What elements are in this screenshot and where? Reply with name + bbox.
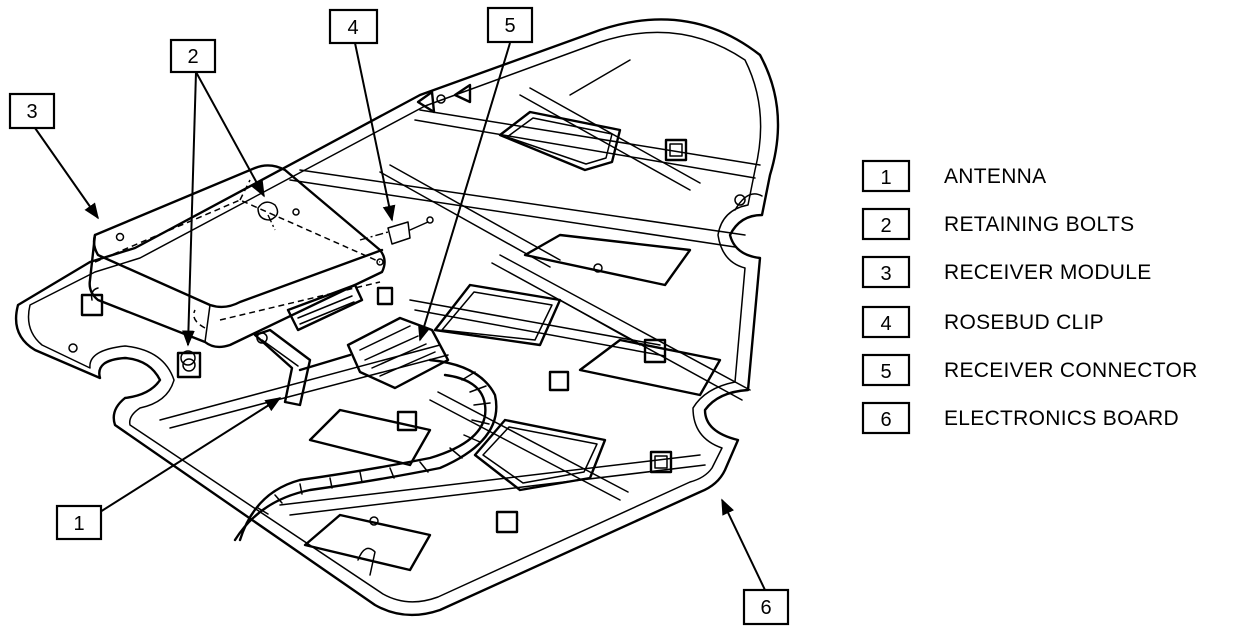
antenna: [253, 328, 352, 407]
callout-1: 1: [55, 504, 103, 541]
legend-number: 1: [880, 167, 891, 189]
board-bosses: [80, 138, 688, 534]
callout-5: 5: [486, 6, 534, 44]
callout-6-label: 6: [760, 597, 771, 619]
leader-lines: [34, 42, 766, 591]
callout-2: 2: [169, 38, 217, 74]
callout-4: 4: [328, 8, 379, 45]
legend-label: ELECTRONICS BOARD: [944, 407, 1179, 430]
legend-label: RETAINING BOLTS: [944, 213, 1134, 236]
electronics-board: [14, 18, 780, 617]
legend: 1 ANTENNA 2 RETAINING BOLTS 3 RECEIVER M…: [861, 159, 1198, 435]
callout-2-label: 2: [187, 46, 198, 68]
legend-label: RECEIVER MODULE: [944, 261, 1152, 284]
legend-label: ANTENNA: [944, 165, 1046, 188]
callout-3: 3: [8, 92, 56, 130]
legend-number: 4: [880, 313, 891, 335]
retaining-bolts: [90, 201, 279, 366]
callout-1-label: 1: [73, 513, 84, 535]
legend-label: RECEIVER CONNECTOR: [944, 359, 1198, 382]
receiver-module: [88, 164, 386, 349]
legend-item-receiver-connector: 5 RECEIVER CONNECTOR: [861, 353, 1198, 387]
legend-label: ROSEBUD CLIP: [944, 311, 1104, 334]
legend-number: 6: [880, 409, 891, 431]
legend-item-rosebud-clip: 4 ROSEBUD CLIP: [861, 305, 1104, 339]
legend-number: 2: [880, 215, 891, 237]
callout-5-label: 5: [504, 15, 515, 37]
callout-3-label: 3: [26, 101, 37, 123]
callout-6: 6: [742, 588, 790, 626]
legend-item-electronics-board: 6 ELECTRONICS BOARD: [861, 401, 1179, 435]
legend-item-retaining-bolts: 2 RETAINING BOLTS: [861, 207, 1134, 241]
board-holes: [68, 83, 763, 576]
legend-item-receiver-module: 3 RECEIVER MODULE: [861, 255, 1152, 289]
legend-number: 3: [880, 263, 891, 285]
board-pads: [303, 110, 722, 572]
rosebud-clip: [359, 216, 434, 245]
legend-number: 5: [880, 361, 891, 383]
legend-item-antenna: 1 ANTENNA: [861, 159, 1046, 193]
receiver-connector: [233, 316, 498, 542]
callout-4-label: 4: [347, 17, 358, 39]
